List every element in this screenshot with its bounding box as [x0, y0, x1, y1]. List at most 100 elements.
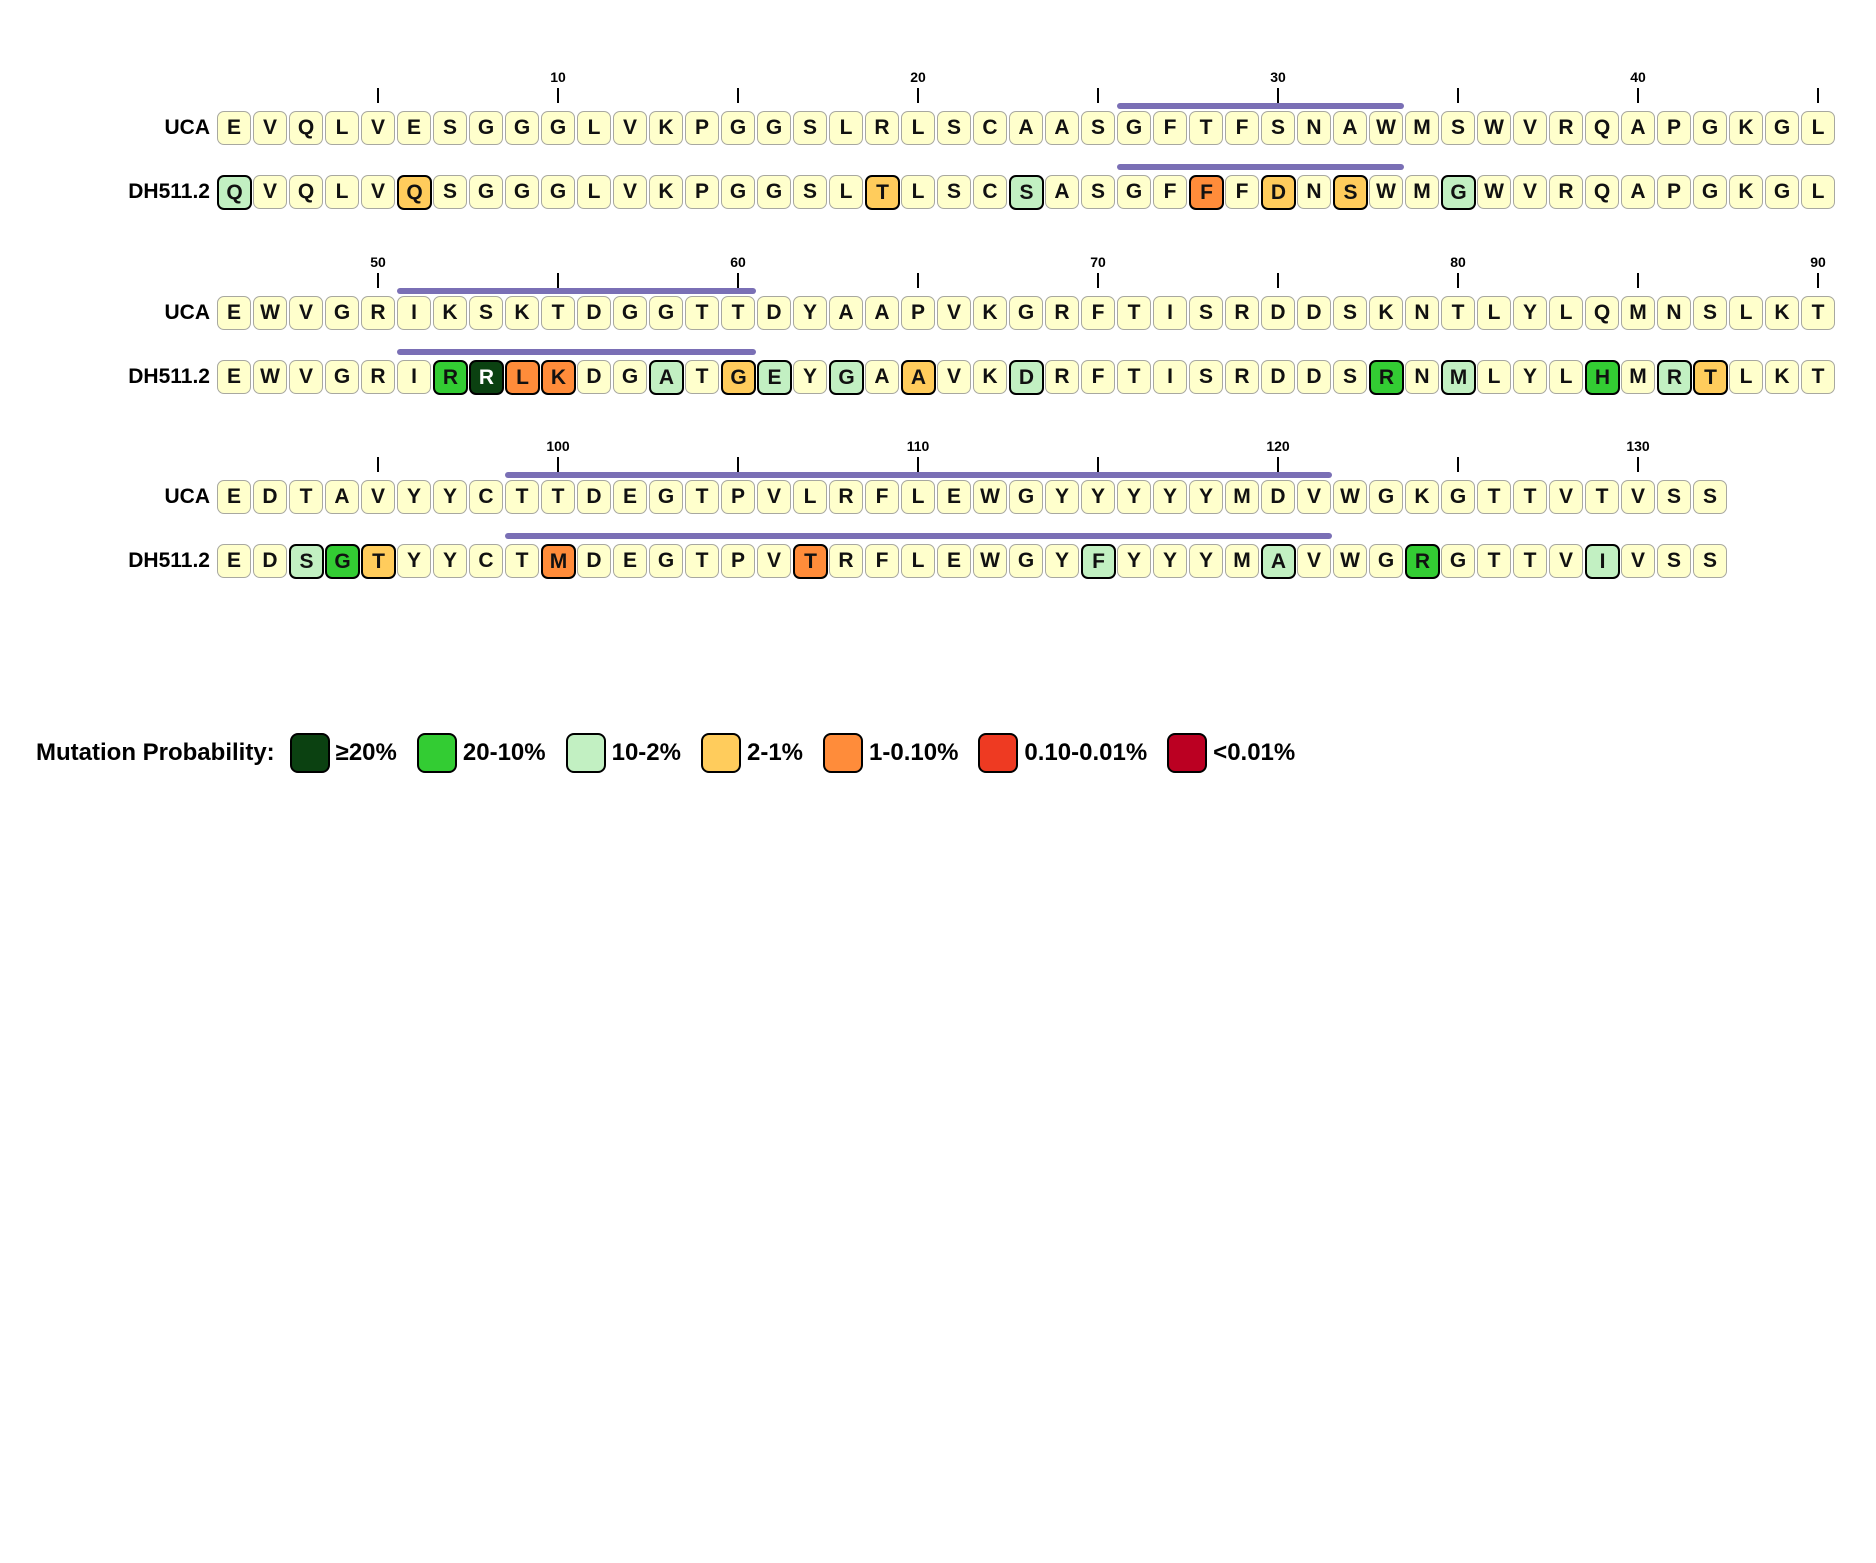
mutated-residue: F: [1081, 544, 1116, 579]
mutated-residue: F: [1189, 175, 1224, 210]
uca-residue: W: [1369, 111, 1403, 145]
legend-swatch: [823, 733, 864, 773]
uca-residue: G: [649, 295, 683, 330]
uca-residue: A: [325, 480, 359, 514]
uca-residue: W: [973, 480, 1007, 514]
mutant-residue: T: [685, 359, 719, 394]
mutant-residue: W: [1333, 544, 1367, 578]
mutated-residue: R: [1369, 359, 1404, 395]
uca-residue: S: [1333, 295, 1367, 330]
mutant-residue: V: [937, 359, 971, 394]
mutant-residue: R: [1549, 175, 1583, 209]
uca-residue: V: [937, 295, 971, 330]
uca-residue: S: [1189, 295, 1223, 330]
uca-residue: D: [577, 295, 611, 330]
uca-residue: L: [901, 111, 935, 145]
legend-label: <0.01%: [1213, 739, 1296, 766]
position-tick: [1097, 457, 1099, 472]
mutant-residue: Y: [1045, 544, 1079, 578]
mutant-residue: D: [1261, 359, 1295, 394]
uca-residue: G: [649, 480, 683, 514]
mutant-residue: G: [469, 175, 503, 209]
uca-residue: N: [1405, 295, 1439, 330]
legend-item: 1-0.10%: [823, 733, 958, 773]
mutated-residue: D: [1261, 175, 1296, 210]
mutant-residue: P: [1657, 175, 1691, 209]
mutant-residue: S: [1657, 544, 1691, 578]
mutant-residue: F: [1225, 175, 1259, 209]
cdr-bar-mutant: [1117, 164, 1404, 170]
position-tick: [1277, 88, 1279, 103]
uca-residue: G: [1009, 480, 1043, 514]
position-label: 30: [1270, 69, 1286, 85]
mutated-residue: T: [793, 544, 828, 579]
cdr-bar-mutant: [397, 348, 756, 355]
mutant-residue: N: [1405, 359, 1439, 394]
mutant-residue: Y: [1117, 544, 1151, 578]
mutant-residue: M: [1405, 175, 1439, 209]
position-tick: [1457, 272, 1459, 288]
uca-label: UCA: [164, 116, 211, 139]
uca-residue: S: [793, 111, 827, 145]
mutated-residue: I: [1585, 544, 1620, 579]
legend: Mutation Probability: ≥20%20-10%10-2%2-1…: [36, 733, 1315, 773]
uca-residue: E: [613, 480, 647, 514]
position-label: 80: [1450, 253, 1466, 270]
position-tick: [1457, 88, 1459, 103]
mutated-residue: S: [289, 544, 324, 579]
mutated-residue: A: [1261, 544, 1296, 579]
uca-residue: V: [361, 480, 395, 514]
mutated-residue: T: [1693, 359, 1728, 395]
uca-residue: R: [865, 111, 899, 145]
mutant-residue: G: [1441, 544, 1475, 578]
legend-item: 2-1%: [700, 733, 803, 773]
uca-residue: A: [1621, 111, 1655, 145]
mutant-residue: K: [973, 359, 1007, 394]
legend-item: 20-10%: [416, 733, 546, 773]
mutant-residue: T: [505, 544, 539, 578]
mutant-residue: G: [721, 175, 755, 209]
mutant-residue: M: [1621, 359, 1655, 394]
mutant-residue: E: [217, 544, 251, 578]
uca-residue: R: [829, 480, 863, 514]
mutated-residue: T: [865, 175, 900, 210]
mutant-residue: R: [1225, 359, 1259, 394]
uca-residue: F: [1081, 295, 1115, 330]
uca-residue: Y: [1081, 480, 1115, 514]
uca-residue: Q: [1585, 295, 1619, 330]
uca-residue: P: [685, 111, 719, 145]
uca-residue: L: [577, 111, 611, 145]
uca-residue: G: [1369, 480, 1403, 514]
uca-residue: C: [973, 111, 1007, 145]
position-tick: [1637, 457, 1639, 472]
position-tick: [737, 457, 739, 472]
uca-residue: N: [1297, 111, 1331, 145]
uca-residue: K: [433, 295, 467, 330]
mutant-residue: G: [505, 175, 539, 209]
uca-residue: T: [1477, 480, 1511, 514]
uca-residue: D: [1261, 480, 1295, 514]
mutant-residue: L: [1801, 175, 1835, 209]
mutant-residue: A: [1621, 175, 1655, 209]
mutant-residue: P: [721, 544, 755, 578]
uca-residue: T: [289, 480, 323, 514]
uca-residue: Y: [1045, 480, 1079, 514]
uca-residue: T: [1441, 295, 1475, 330]
mutant-residue: V: [1297, 544, 1331, 578]
mutant-residue: S: [1189, 359, 1223, 394]
position-label: 50: [370, 253, 386, 270]
position-tick: [1457, 457, 1459, 472]
uca-residue: P: [901, 295, 935, 330]
mutant-residue: Y: [1153, 544, 1187, 578]
mutated-residue: D: [1009, 359, 1044, 395]
position-label: 20: [910, 69, 926, 85]
uca-residue: P: [1657, 111, 1691, 145]
uca-residue: Y: [397, 480, 431, 514]
position-tick: [737, 88, 739, 103]
mutant-residue: V: [1549, 544, 1583, 578]
mutant-residue: L: [325, 175, 359, 209]
uca-residue: G: [469, 111, 503, 145]
mutated-residue: S: [1009, 175, 1044, 210]
mutant-residue: S: [1693, 544, 1727, 578]
